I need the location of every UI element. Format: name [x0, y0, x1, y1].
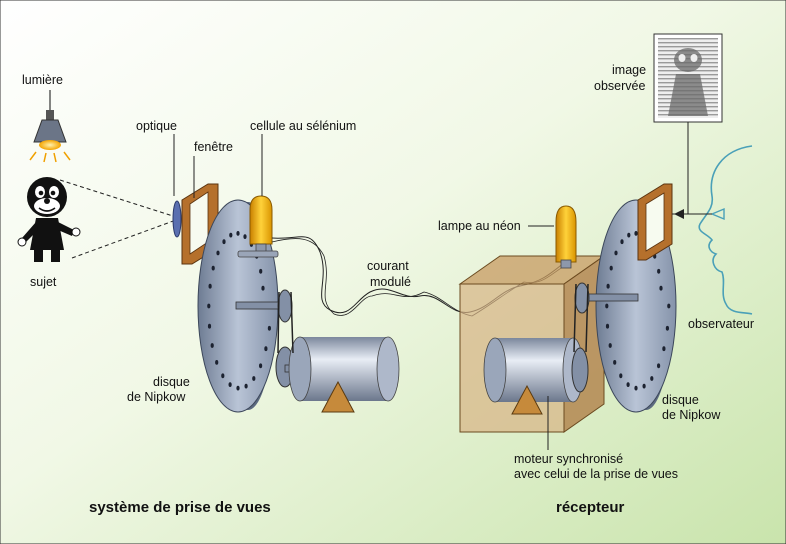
- label-image-1: image: [612, 63, 646, 77]
- lens-icon: [172, 200, 182, 238]
- label-sujet: sujet: [30, 275, 57, 289]
- disk-hole: [634, 385, 638, 391]
- disk-hole: [264, 346, 268, 352]
- label-lampe-neon: lampe au néon: [438, 219, 521, 233]
- disk-hole: [210, 343, 214, 348]
- disk-hole: [267, 325, 271, 331]
- section-title-right: récepteur: [556, 499, 625, 516]
- label-disque-left-1: disque: [153, 375, 190, 389]
- disk-hole: [627, 232, 631, 238]
- window-frame-right-icon: [637, 183, 673, 261]
- subject-figure-icon: [17, 177, 81, 262]
- disk-hole: [216, 250, 220, 256]
- label-optique: optique: [136, 119, 177, 133]
- disk-hole: [650, 376, 654, 381]
- disk-hole: [662, 346, 666, 352]
- disk-hole: [259, 363, 263, 369]
- disk-hole: [252, 376, 256, 381]
- disk-hole: [657, 268, 661, 274]
- label-observateur: observateur: [688, 317, 754, 331]
- observed-image: [653, 33, 723, 123]
- line-of-sight-arrow-icon: [674, 209, 684, 219]
- disk-hole: [207, 303, 211, 309]
- neon-lamp-icon: [555, 205, 577, 269]
- section-title-left: système de prise de vues: [89, 499, 271, 516]
- disk-hole: [609, 265, 613, 271]
- belt-right: [573, 283, 589, 353]
- disk-hole: [634, 231, 638, 236]
- observer-eye-icon: [710, 207, 725, 221]
- disk-hole: [613, 360, 617, 365]
- disk-hole: [606, 283, 610, 289]
- disk-hole: [221, 373, 225, 379]
- motor-left: [275, 336, 400, 413]
- disk-hole: [608, 343, 612, 348]
- label-disque-left-2: de Nipkow: [127, 390, 186, 404]
- disk-hole: [261, 285, 265, 291]
- disk-hole: [259, 268, 263, 274]
- disk-hole: [236, 385, 240, 391]
- light-ray-top: [59, 179, 177, 218]
- motor-right: [483, 337, 589, 415]
- observer-face-icon: [698, 145, 753, 315]
- label-disque-right-1: disque: [662, 393, 699, 407]
- disk-hole: [657, 363, 661, 369]
- disk-hole: [207, 323, 212, 329]
- label-disque-right-2: de Nipkow: [662, 408, 721, 422]
- disk-hole: [244, 383, 248, 389]
- disk-hole: [211, 265, 215, 271]
- disk-hole: [659, 285, 663, 291]
- disk-hole: [236, 231, 240, 236]
- disk-hole: [215, 360, 219, 365]
- belt-left: [277, 291, 294, 354]
- disk-hole: [229, 232, 233, 238]
- label-image-2: observée: [594, 79, 645, 93]
- disk-hole: [619, 373, 623, 379]
- disk-hole: [665, 325, 670, 331]
- label-fenetre: fenêtre: [194, 140, 233, 154]
- light-ray-bottom: [71, 219, 177, 259]
- disk-hole: [620, 239, 624, 245]
- selenium-cell-icon: [237, 195, 279, 258]
- label-moteur-1: moteur synchronisé: [514, 452, 623, 466]
- disk-hole: [614, 250, 618, 256]
- disk-hole: [222, 239, 226, 245]
- disk-hole: [642, 383, 646, 389]
- label-lumiere: lumière: [22, 73, 63, 87]
- pulley-left-top: [277, 289, 293, 323]
- disk-hole: [228, 382, 232, 387]
- disk-hole: [208, 283, 212, 289]
- disk-hole: [605, 323, 610, 329]
- disk-hole: [243, 234, 247, 240]
- label-moteur-2: avec celui de la prise de vues: [514, 467, 678, 481]
- disk-hole: [626, 382, 630, 387]
- disk-hole: [667, 303, 671, 309]
- disk-hole: [605, 303, 609, 309]
- label-cellule: cellule au sélénium: [250, 119, 356, 133]
- label-courant-1: courant: [367, 259, 409, 273]
- lamp-icon: [29, 90, 71, 163]
- label-courant-2: modulé: [370, 275, 411, 289]
